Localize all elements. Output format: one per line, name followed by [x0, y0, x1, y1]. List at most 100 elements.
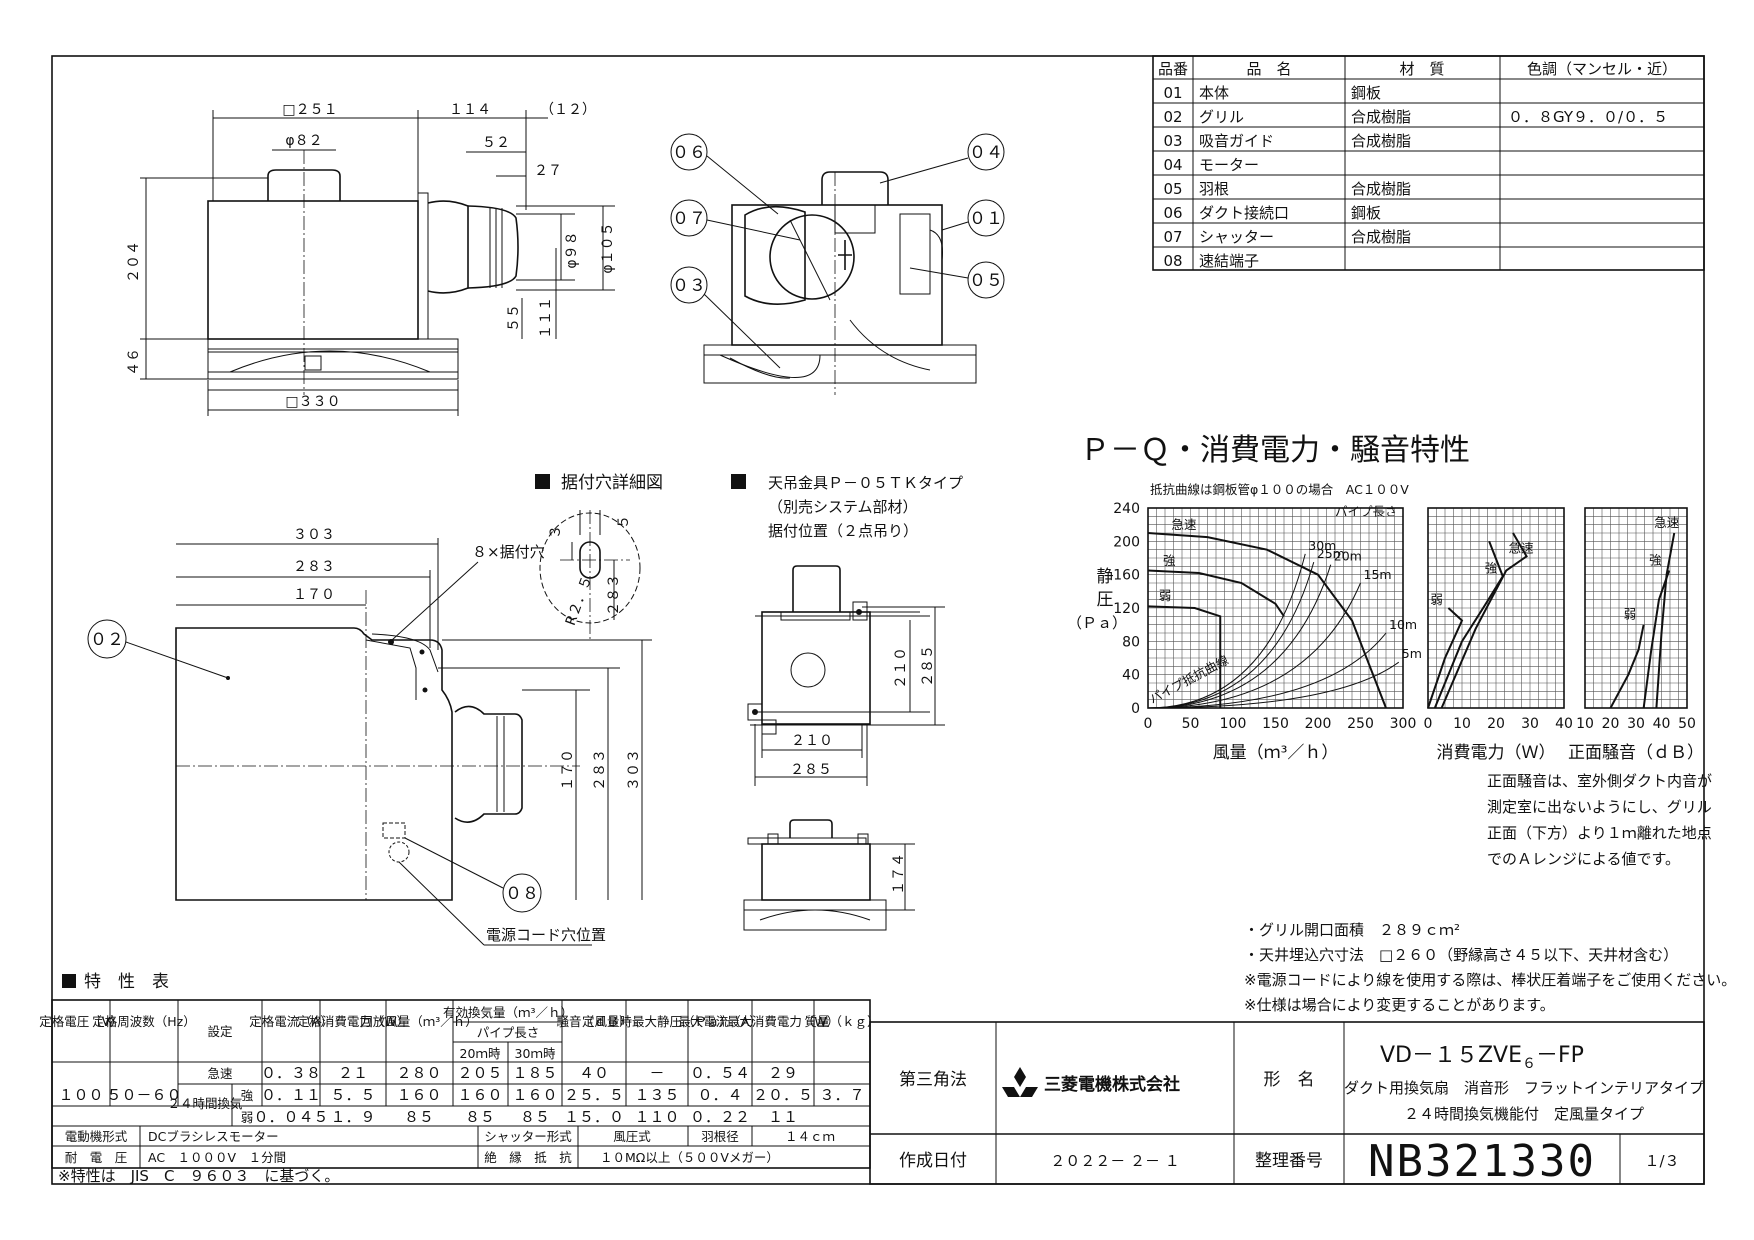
hanger-vdim-174: １７４ — [891, 853, 907, 895]
spec-h-30m: 30ｍ時 — [515, 1046, 556, 1061]
number-label: 整理番号 — [1255, 1151, 1323, 1171]
series-line — [1440, 532, 1528, 709]
title-block: 第三角法 三菱電機株式会社 形 名 VD－１５ZVE６－FP ダクト用換気扇 消… — [869, 1021, 1705, 1187]
spec-row-mode: 急速 — [207, 1066, 233, 1081]
hanger-hdim-210: ２１０ — [791, 733, 833, 749]
note-2: ・天井埋込穴寸法 □２６０（野縁高さ４５以下、天井材含む） — [1244, 946, 1678, 964]
motor-label: 電動機形式 — [65, 1129, 128, 1144]
parts-header-color: 色調（マンセル・近） — [1527, 60, 1677, 78]
callout-02-label: ０２ — [90, 630, 124, 650]
callout-05 — [967, 261, 1005, 299]
spec-cell-power: １．９ — [330, 1108, 375, 1126]
spec-cell-noise: ２５．５ — [564, 1086, 624, 1104]
x-tick-label: 0 — [1144, 716, 1153, 732]
hanger-title-1: 天吊金具Ｐ－０５ＴＫタイプ — [768, 474, 963, 492]
insulation-value: １０MΩ以上（５００Vメガー） — [600, 1150, 779, 1165]
date-label: 作成日付 — [899, 1151, 967, 1171]
model-name: VD－１５ZVE６－FP — [1380, 1043, 1584, 1072]
pipe-curve — [1147, 632, 1387, 709]
pipe-curve-label: 5m — [1402, 646, 1422, 661]
parts-row-color: ０．８GY９．０/０．５ — [1508, 108, 1668, 126]
parts-row-name: 吸音ガイド — [1199, 132, 1274, 150]
section-callouts: ０６ ０７ ０３ ０４ ０１ ０５ — [670, 133, 1005, 369]
callout-03-label: ０３ — [672, 276, 706, 296]
top-dim-283: ２８３ — [293, 559, 335, 575]
spec-voltage: １００ — [58, 1086, 103, 1104]
top-view: ３０３ ２８３ １７０ ８×据付穴 １７０ ２８３ ３０３ ０２ ０８ 電源コー… — [87, 527, 652, 946]
x-axis-label: 風量（ｍ³／ｈ） — [1213, 743, 1339, 763]
noise-note-1: 正面騒音は、室外側ダクト内音が — [1487, 772, 1712, 790]
cord-hole-circle — [388, 841, 410, 863]
spec-cell-p20: ８５ — [465, 1108, 495, 1126]
model-desc-1: ダクト用換気扇 消音形 フラットインテリアタイプ — [1344, 1079, 1704, 1097]
parts-row-material: 鋼板 — [1351, 204, 1381, 222]
spec-cell-static: １３５ — [634, 1086, 679, 1104]
dim-flange: （１２） — [540, 102, 596, 118]
series-label: 急速 — [1654, 515, 1680, 530]
dim-55: ５５ — [506, 304, 522, 332]
mitsubishi-logo-icon — [1002, 1067, 1038, 1097]
spec-mass: ３．７ — [819, 1086, 864, 1104]
series-label: 弱 — [1624, 607, 1637, 622]
spec-cell-p20: １６０ — [457, 1086, 502, 1104]
pipe-curve — [1147, 564, 1332, 709]
series-label: 急速 — [1509, 540, 1535, 555]
series-label: 強 — [1163, 553, 1176, 568]
x-tick-label: 40 — [1653, 716, 1671, 732]
spec-cell-flow: ２８０ — [396, 1064, 441, 1082]
parts-row-no: 04 — [1163, 156, 1182, 174]
insulation-label: 絶 縁 抵 抗 — [484, 1150, 572, 1165]
spec-footer: 電動機形式 DCブラシレスモーター シャッター形式 風圧式 羽根径 １４ｃｍ 耐… — [58, 1129, 835, 1185]
callout-04 — [967, 133, 1005, 171]
hanger-title-3: 据付位置（２点吊り） — [768, 522, 918, 540]
callout-06 — [670, 133, 708, 171]
parts-row-material: 合成樹脂 — [1351, 180, 1411, 198]
drawing-number: NB321330 — [1368, 1136, 1596, 1187]
spec-h-flow: 回放風量（ｍ³／ｈ） — [360, 1014, 478, 1029]
top-dim-170: １７０ — [293, 587, 335, 603]
chart-frame — [1147, 507, 1404, 709]
series-label: 弱 — [1159, 588, 1172, 603]
blade-value: １４ｃｍ — [785, 1129, 835, 1144]
spec-cell-static: － — [649, 1064, 664, 1082]
pipe-curve — [1147, 661, 1400, 709]
parts-row-no: 05 — [1163, 180, 1182, 198]
chart-frame — [1427, 507, 1565, 709]
hanger-marker — [731, 474, 746, 489]
y-tick-label: 120 — [1113, 601, 1140, 617]
dim-bottom-width: □３３０ — [285, 394, 340, 410]
parts-row-material: 合成樹脂 — [1351, 228, 1411, 246]
noise-note-2: 測定室に出ないようにし、グリル — [1487, 798, 1712, 816]
y-tick-label: 40 — [1122, 668, 1140, 684]
x-tick-label: 20 — [1487, 716, 1505, 732]
cord-position-label: 電源コード穴位置 — [486, 926, 606, 944]
x-tick-label: 10 — [1453, 716, 1471, 732]
parts-row-material: 合成樹脂 — [1351, 132, 1411, 150]
spec-cell-power: ５．５ — [330, 1086, 375, 1104]
spec-h-noise: 騒音（ｄＢ） — [556, 1014, 631, 1029]
chart-frame — [1584, 507, 1688, 709]
callout-04-label: ０４ — [969, 143, 1003, 163]
hanger-body — [761, 611, 871, 725]
spec-h-current: 定格電流（A） — [249, 1014, 333, 1029]
dim-phi-top: φ８２ — [285, 133, 322, 149]
x-axis-label: 消費電力（Ｗ） — [1437, 743, 1556, 763]
dim-27: ２７ — [534, 163, 562, 179]
hole-dim-5: ５ — [616, 515, 632, 529]
callout-07-label: ０７ — [672, 209, 706, 229]
parts-row-no: 08 — [1163, 252, 1182, 270]
date-value: ２０２２－ ２－ １ — [1050, 1152, 1180, 1170]
spec-table: 定格電圧（V） 定格周波数（Hz） 設定 定格電流（A） 定格消費電力（W） 回… — [39, 999, 880, 1169]
note-1: ・グリル開口面積 ２８９ｃｍ² — [1244, 921, 1460, 939]
pipe-curve-label: 20m — [1334, 549, 1362, 564]
x-tick-label: 50 — [1678, 716, 1696, 732]
hole-detail-marker — [535, 474, 550, 489]
noise-note-3: 正面（下方）より１ｍ離れた地点 — [1487, 824, 1712, 842]
series-line — [1147, 605, 1222, 708]
spec-mode-group: ２４時間換気 — [167, 1096, 242, 1111]
pipe-curve-label: 30m — [1308, 538, 1336, 553]
spec-cell-max_current: ０．５４ — [690, 1064, 750, 1082]
dim-phi105: φ１０５ — [600, 222, 616, 273]
callout-05-label: ０５ — [969, 271, 1003, 291]
